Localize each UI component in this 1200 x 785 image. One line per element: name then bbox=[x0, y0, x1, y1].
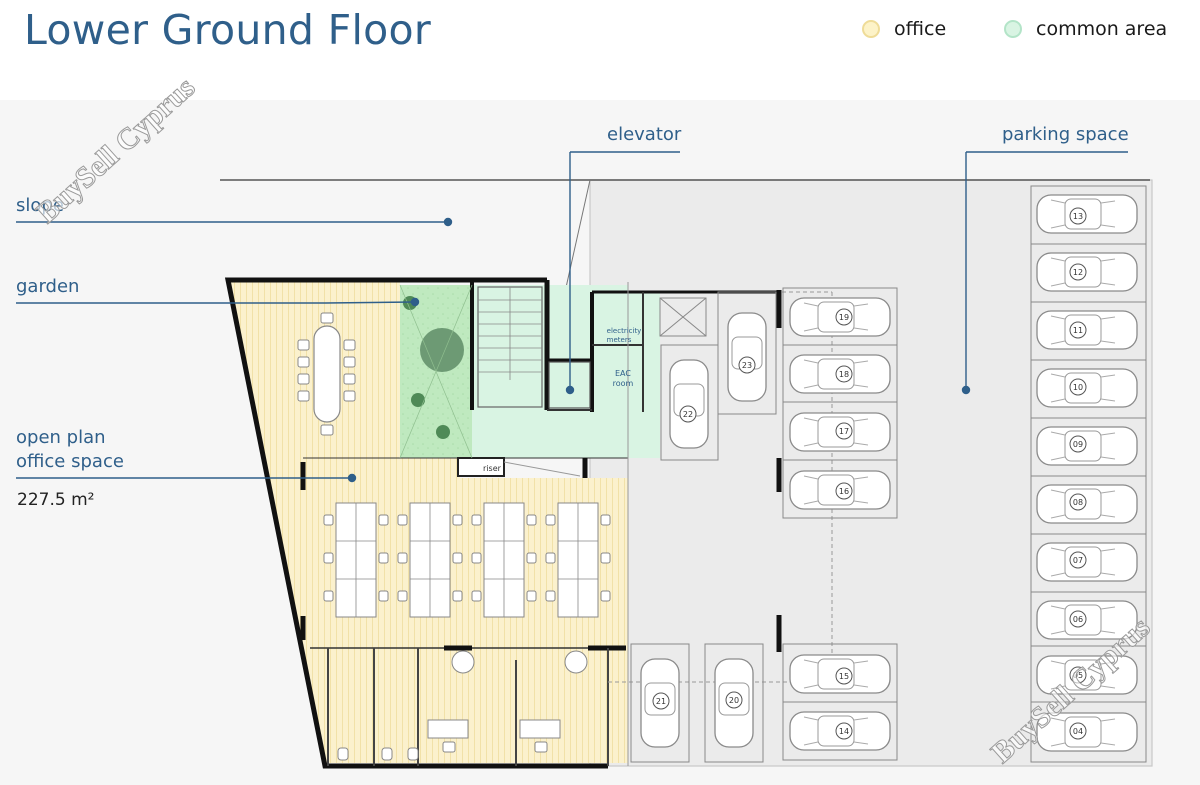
parking-number: 15 bbox=[839, 672, 849, 681]
room-label-electricity: electricity bbox=[607, 327, 642, 335]
parking-number: 11 bbox=[1073, 326, 1083, 335]
parking-number: 10 bbox=[1073, 383, 1083, 392]
parking-number: 18 bbox=[839, 370, 849, 379]
page-title: Lower Ground Floor bbox=[24, 6, 432, 54]
legend-item-common-area: common area bbox=[1004, 18, 1167, 40]
parking-number: 05 bbox=[1073, 671, 1083, 680]
parking-number: 17 bbox=[839, 427, 849, 436]
legend-label-office: office bbox=[894, 18, 947, 40]
legend-item-office: office bbox=[862, 18, 946, 40]
room-label-eac: EAC bbox=[615, 369, 631, 378]
office-space-label: office space bbox=[16, 451, 124, 472]
parking-number: 21 bbox=[656, 697, 666, 706]
legend-label-common-area: common area bbox=[1036, 18, 1168, 40]
parking-number: 09 bbox=[1073, 440, 1083, 449]
parking-number: 14 bbox=[839, 727, 849, 736]
common-area-swatch-icon bbox=[1004, 20, 1022, 38]
room-label-riser: riser bbox=[483, 464, 502, 473]
parking-number: 16 bbox=[839, 487, 849, 496]
parking-number: 07 bbox=[1073, 556, 1083, 565]
parking-number: 20 bbox=[729, 696, 739, 705]
slope-label: slope bbox=[16, 195, 64, 216]
parking-number: 23 bbox=[742, 361, 752, 370]
open-plan-label: open plan bbox=[16, 427, 106, 448]
room-label-meters: meters bbox=[607, 336, 632, 344]
area-value: 227.5 m² bbox=[17, 490, 95, 510]
elevator-label: elevator bbox=[607, 124, 682, 145]
parking-number: 06 bbox=[1073, 615, 1083, 624]
office-swatch-icon bbox=[862, 20, 880, 38]
parking-number: 22 bbox=[683, 410, 693, 419]
parking-number: 08 bbox=[1073, 498, 1083, 507]
parking-number: 04 bbox=[1073, 727, 1083, 736]
garden-label: garden bbox=[16, 276, 80, 297]
room-label-eac-room: room bbox=[613, 379, 634, 388]
parking-number: 19 bbox=[839, 313, 849, 322]
parking-number: 13 bbox=[1073, 212, 1083, 221]
parking-space-label: parking space bbox=[1002, 124, 1129, 145]
parking-number: 12 bbox=[1073, 268, 1083, 277]
